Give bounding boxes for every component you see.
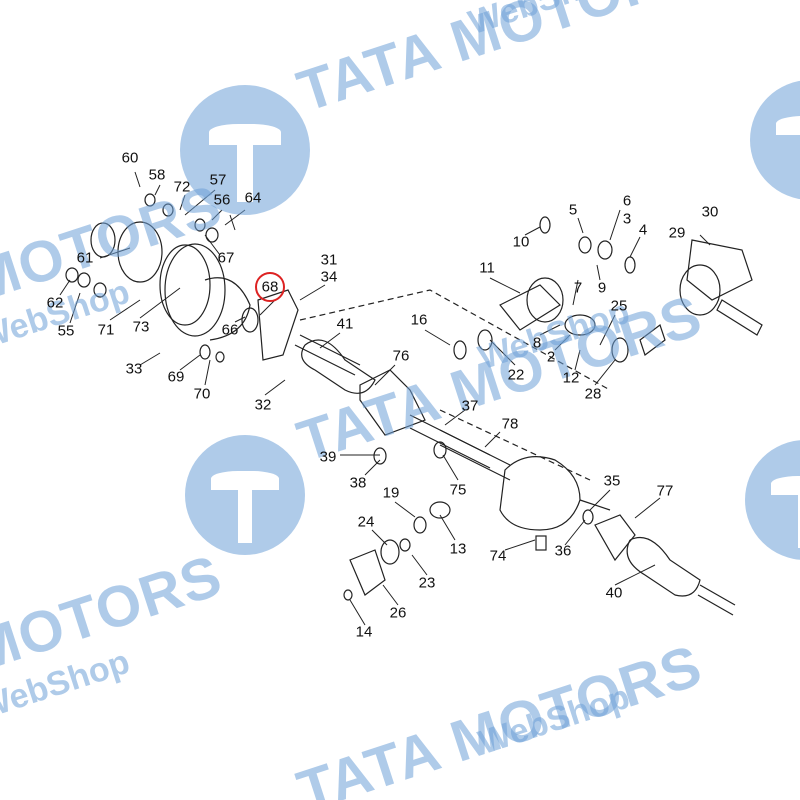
part-callout-14[interactable]: 14 bbox=[355, 623, 373, 641]
part-callout-62[interactable]: 62 bbox=[46, 294, 64, 312]
part-callout-78[interactable]: 78 bbox=[501, 415, 519, 433]
part-callout-69[interactable]: 69 bbox=[167, 368, 185, 386]
part-callout-34[interactable]: 34 bbox=[320, 268, 338, 286]
part-callout-11[interactable]: 11 bbox=[479, 259, 495, 277]
outer-cv-shaft bbox=[594, 514, 736, 616]
part-callout-61[interactable]: 61 bbox=[76, 249, 94, 267]
part-callout-24[interactable]: 24 bbox=[357, 513, 375, 531]
part-callout-39[interactable]: 39 bbox=[319, 448, 337, 466]
part-callout-73[interactable]: 73 bbox=[132, 318, 150, 336]
part-callout-28[interactable]: 28 bbox=[584, 385, 602, 403]
part-callout-64[interactable]: 64 bbox=[244, 189, 262, 207]
knuckle-and-halfshaft bbox=[241, 289, 491, 469]
part-callout-77[interactable]: 77 bbox=[656, 482, 674, 500]
part-callout-74[interactable]: 74 bbox=[489, 547, 507, 565]
part-callout-5[interactable]: 5 bbox=[568, 201, 578, 219]
pinion-gear-group bbox=[453, 216, 666, 363]
part-callout-9[interactable]: 9 bbox=[597, 279, 607, 297]
hub-assembly bbox=[65, 193, 251, 363]
part-callout-75[interactable]: 75 bbox=[449, 481, 467, 499]
part-callout-38[interactable]: 38 bbox=[349, 474, 367, 492]
differential-cover bbox=[679, 239, 763, 336]
part-callout-22[interactable]: 22 bbox=[507, 366, 525, 384]
part-callout-7[interactable]: 7 bbox=[573, 279, 583, 297]
highlight-circle-part-68 bbox=[255, 272, 285, 302]
part-callout-23[interactable]: 23 bbox=[418, 574, 436, 592]
part-callout-32[interactable]: 32 bbox=[254, 396, 272, 414]
part-callout-57[interactable]: 57 bbox=[209, 171, 227, 189]
part-callout-26[interactable]: 26 bbox=[389, 604, 407, 622]
part-callout-68[interactable]: 68 bbox=[261, 278, 279, 296]
part-callout-30[interactable]: 30 bbox=[701, 203, 719, 221]
part-callout-35[interactable]: 35 bbox=[603, 472, 621, 490]
part-callout-29[interactable]: 29 bbox=[668, 224, 686, 242]
part-callout-4[interactable]: 4 bbox=[638, 221, 648, 239]
bearing-group bbox=[343, 441, 594, 601]
part-callout-3[interactable]: 3 bbox=[622, 210, 632, 228]
part-callout-70[interactable]: 70 bbox=[193, 385, 211, 403]
part-callout-41[interactable]: 41 bbox=[336, 315, 354, 333]
part-callout-19[interactable]: 19 bbox=[382, 484, 400, 502]
part-callout-12[interactable]: 12 bbox=[562, 369, 580, 387]
part-callout-58[interactable]: 58 bbox=[148, 166, 166, 184]
part-callout-71[interactable]: 71 bbox=[97, 321, 115, 339]
part-callout-25[interactable]: 25 bbox=[610, 297, 628, 315]
part-callout-16[interactable]: 16 bbox=[410, 311, 428, 329]
part-callout-37[interactable]: 37 bbox=[461, 397, 479, 415]
part-callout-55[interactable]: 55 bbox=[57, 322, 75, 340]
part-callout-36[interactable]: 36 bbox=[554, 542, 572, 560]
part-callout-60[interactable]: 60 bbox=[121, 149, 139, 167]
part-callout-10[interactable]: 10 bbox=[512, 233, 530, 251]
part-callout-40[interactable]: 40 bbox=[605, 584, 623, 602]
part-callout-6[interactable]: 6 bbox=[622, 192, 632, 210]
part-callout-56[interactable]: 56 bbox=[213, 191, 231, 209]
part-callout-13[interactable]: 13 bbox=[449, 540, 467, 558]
part-callout-66[interactable]: 66 bbox=[221, 321, 239, 339]
leader-lines bbox=[59, 171, 711, 626]
part-callout-2[interactable]: 2 bbox=[546, 348, 556, 366]
part-callout-8[interactable]: 8 bbox=[532, 334, 542, 352]
part-callout-67[interactable]: 67 bbox=[217, 249, 235, 267]
part-callout-33[interactable]: 33 bbox=[125, 360, 143, 378]
part-callout-31[interactable]: 31 bbox=[320, 251, 338, 269]
part-callout-72[interactable]: 72 bbox=[173, 178, 191, 196]
part-callout-76[interactable]: 76 bbox=[392, 347, 410, 365]
